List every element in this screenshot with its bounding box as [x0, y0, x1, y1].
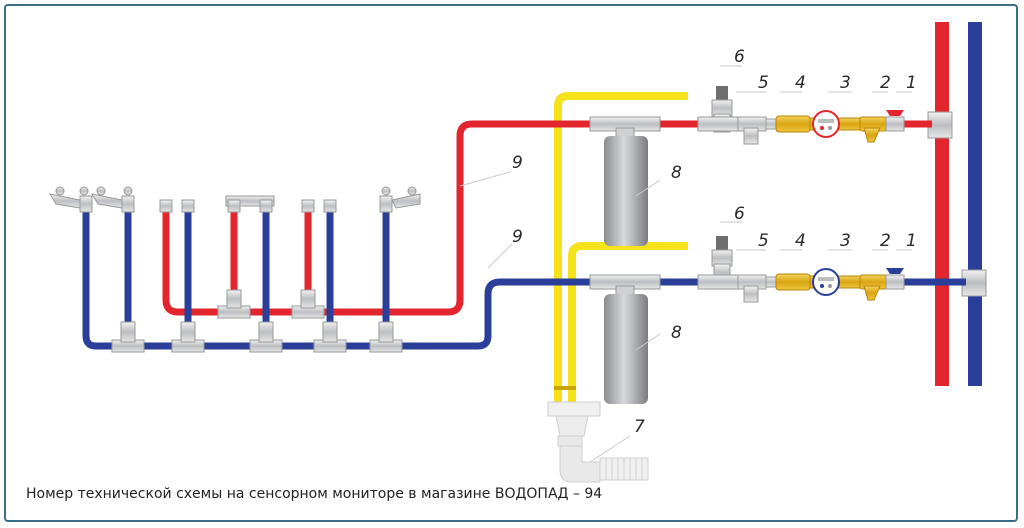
hot-riser	[927, 22, 953, 386]
water-meter-cold	[809, 268, 861, 296]
label-3-top: 3	[840, 73, 851, 93]
strainer-top	[859, 116, 887, 143]
label-7-drain: 7	[634, 417, 645, 437]
drain-lines	[554, 92, 688, 402]
drain-siphon	[547, 401, 649, 483]
label-6-bottom: 6	[734, 204, 745, 224]
reducer-top	[737, 116, 767, 145]
strainer-bottom	[859, 274, 887, 301]
ball-valve-cold	[885, 268, 905, 290]
label-6-top: 6	[734, 47, 745, 67]
label-1-bottom: 1	[906, 231, 917, 251]
label-3-bottom: 3	[840, 231, 851, 251]
label-4-bottom: 4	[795, 231, 806, 251]
reducer-bottom	[737, 274, 767, 303]
filter-top	[589, 116, 661, 246]
water-meter-hot	[809, 110, 861, 138]
label-4-top: 4	[795, 73, 806, 93]
label-5-top: 5	[758, 73, 769, 93]
label-9-bottom: 9	[512, 227, 523, 247]
leader-lines	[459, 65, 912, 463]
cold-riser	[961, 22, 987, 386]
ball-valve-hot	[885, 110, 905, 132]
filter-bottom	[589, 274, 661, 404]
safety-valve-bottom	[697, 236, 739, 290]
label-1-top: 1	[906, 73, 917, 93]
label-9-top: 9	[512, 153, 523, 173]
label-2-bottom: 2	[880, 231, 891, 251]
label-5-bottom: 5	[758, 231, 769, 251]
label-2-top: 2	[880, 73, 891, 93]
diagram-frame	[4, 4, 1018, 522]
label-8-top: 8	[671, 163, 682, 183]
label-8-bottom: 8	[671, 323, 682, 343]
outlet-fittings	[48, 186, 421, 213]
safety-valve-top	[697, 86, 739, 133]
coarse-filter-bottom	[765, 273, 811, 291]
coarse-filter-top	[765, 115, 811, 133]
diagram-caption: Номер технической схемы на сенсорном мон…	[26, 486, 603, 502]
distribution-fittings	[111, 289, 403, 353]
